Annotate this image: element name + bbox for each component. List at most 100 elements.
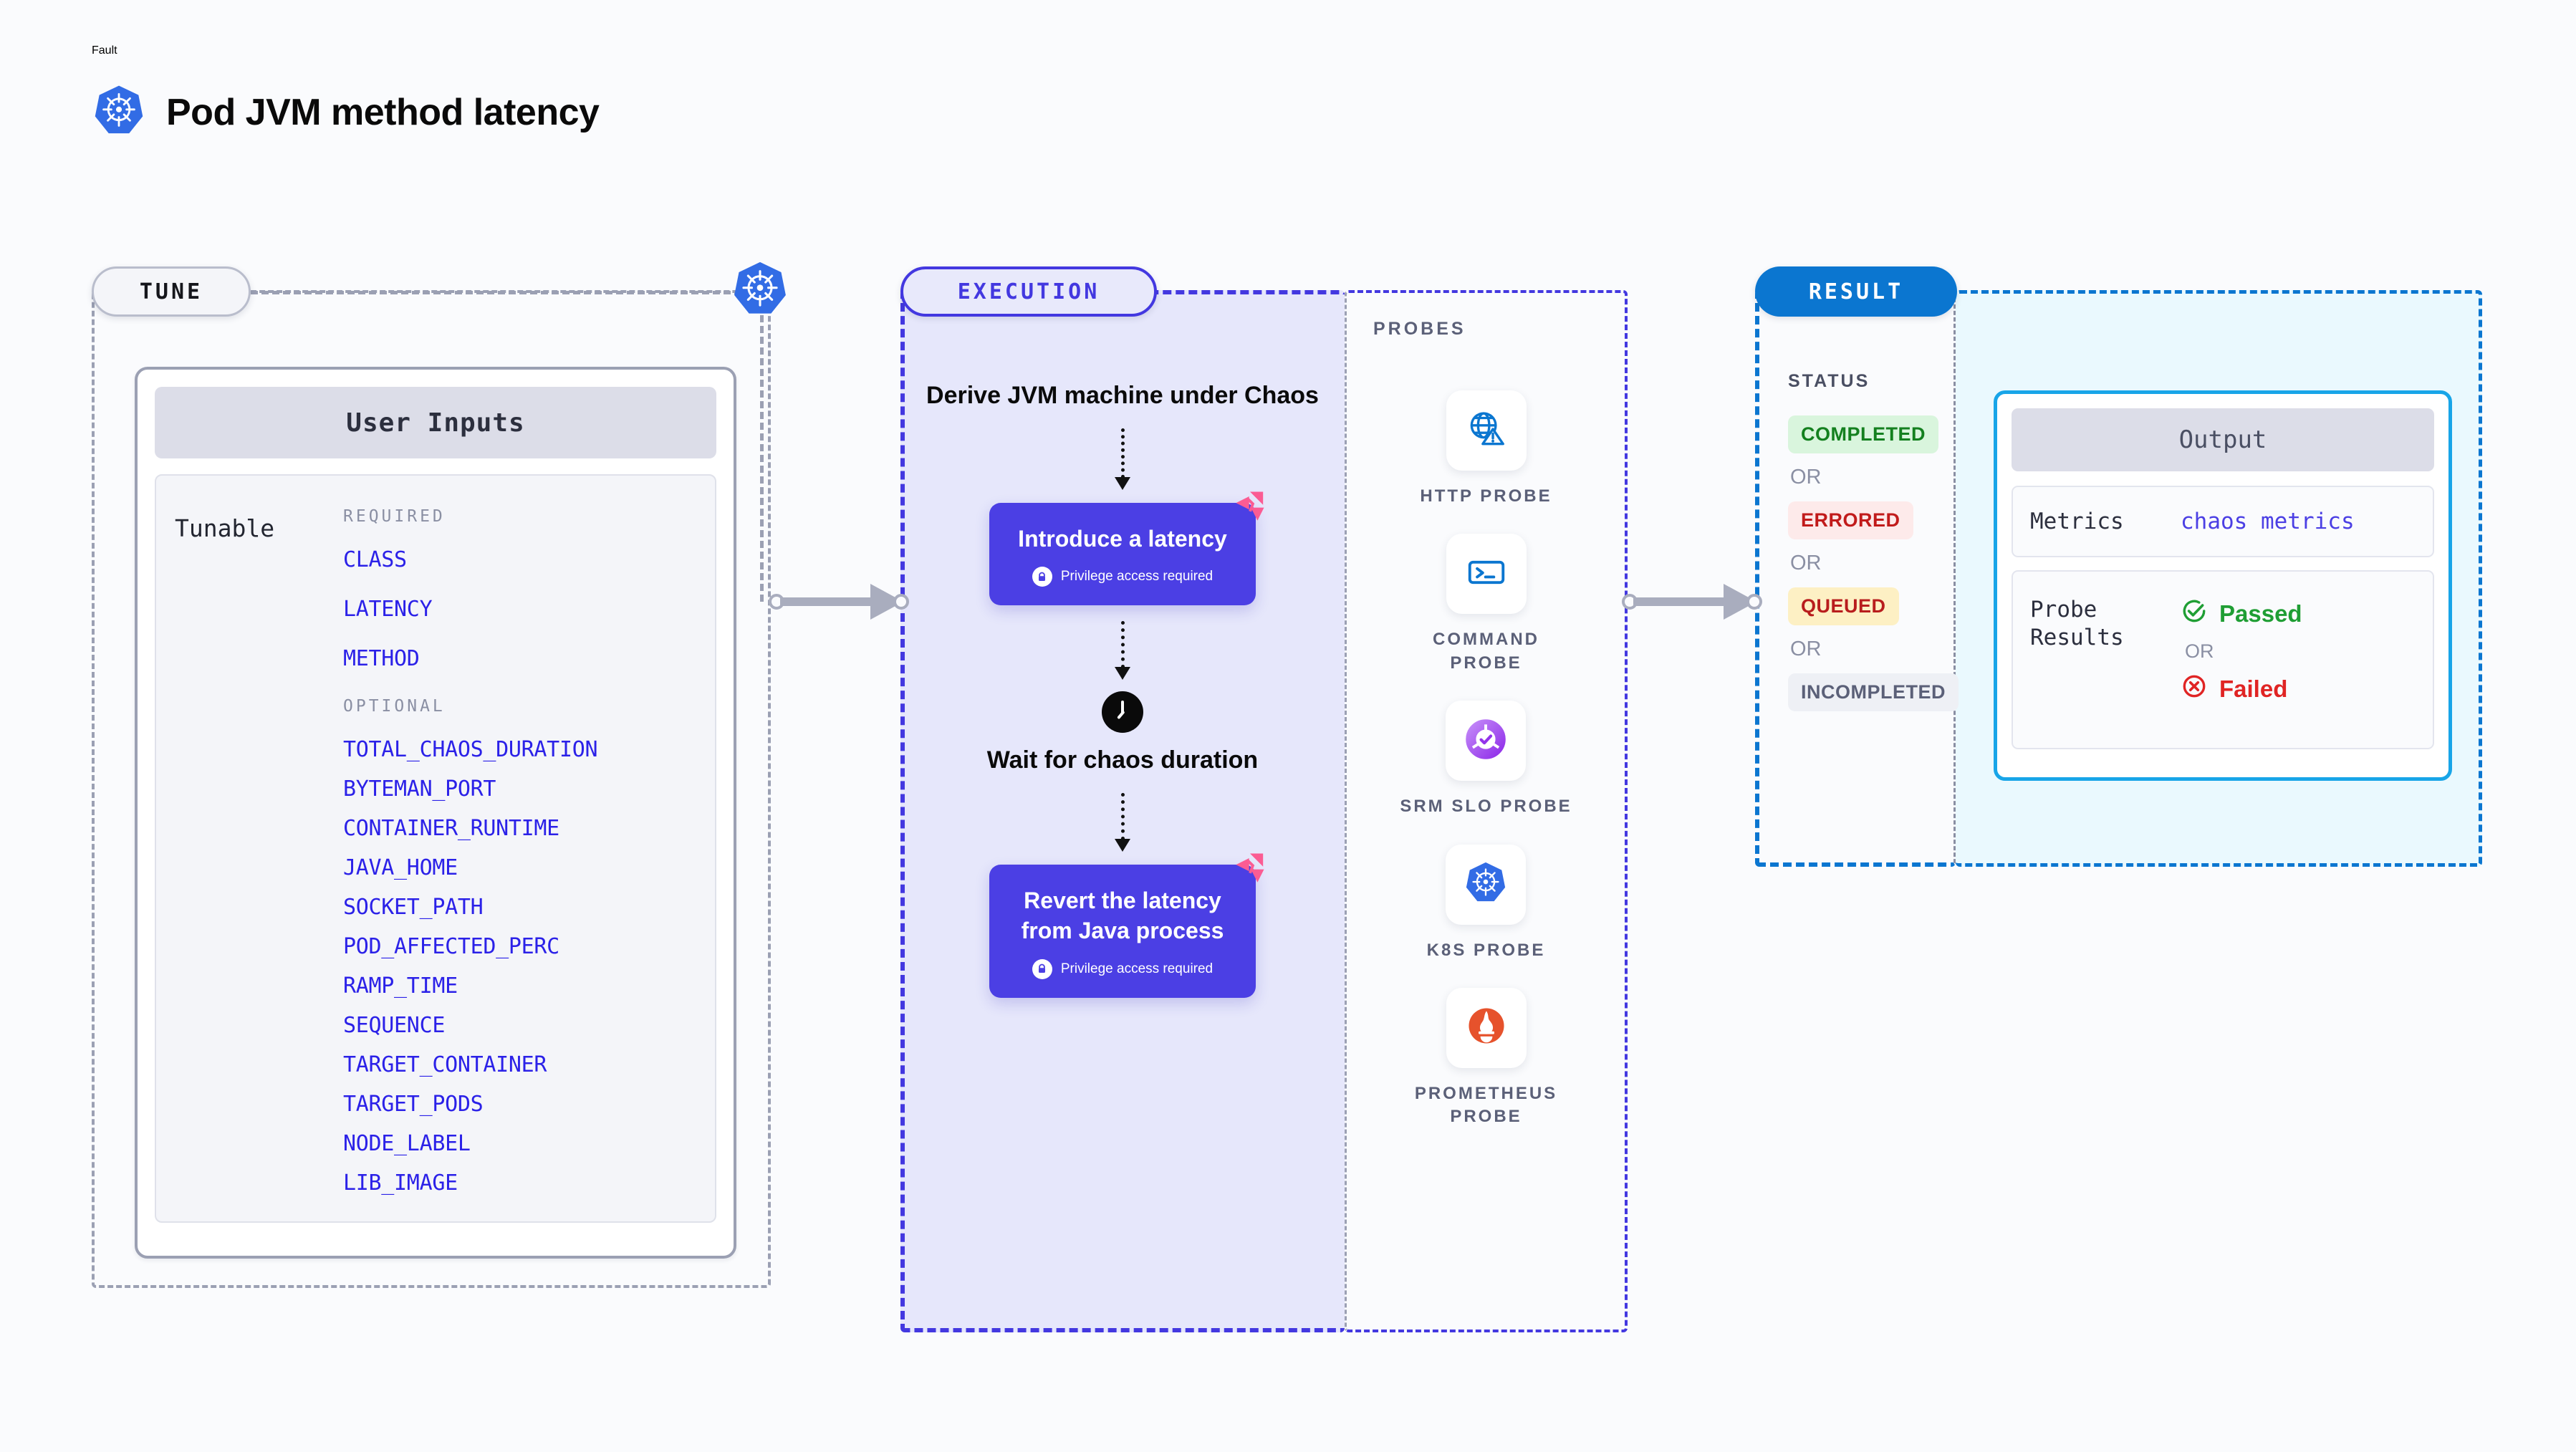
execution-section-chip[interactable]: EXECUTION (900, 266, 1157, 317)
clock-icon (1102, 691, 1143, 734)
connector-dot-end (1746, 594, 1762, 610)
status-badge-completed: COMPLETED (1788, 415, 1939, 453)
flow-arrow-3 (1115, 793, 1130, 852)
param-container-runtime[interactable]: CONTAINER_RUNTIME (343, 816, 559, 841)
probe-label: SRM SLO PROBE (1400, 797, 1572, 817)
metrics-row: Metrics chaos metrics (2012, 486, 2434, 557)
execution-flow: Derive JVM machine under Chaos Introduce… (900, 380, 1345, 998)
srm-slo-donut-icon (1464, 717, 1508, 765)
status-or-1: OR (1790, 466, 1822, 489)
kubernetes-icon (92, 83, 146, 141)
status-or-3: OR (1790, 638, 1822, 660)
action-introduce-latency[interactable]: Introduce a latency Privilege access req… (989, 491, 1264, 606)
action-revert-latency[interactable]: Revert the latency from Java process Pri… (989, 853, 1264, 998)
execution-to-result-arrow (1622, 580, 1762, 623)
probe-tile (1446, 701, 1527, 782)
param-node-label[interactable]: NODE_LABEL (343, 1131, 471, 1156)
status-or-2: OR (1790, 552, 1822, 574)
connector-shaft (1633, 597, 1741, 606)
flow-arrow-1 (1115, 428, 1130, 490)
param-total-chaos-duration[interactable]: TOTAL_CHAOS_DURATION (343, 737, 598, 762)
optional-group-label: OPTIONAL (343, 697, 446, 716)
param-java-home[interactable]: JAVA_HOME (343, 855, 458, 880)
tune-connector-line (251, 291, 752, 294)
tune-section-chip[interactable]: TUNE (92, 266, 251, 317)
status-list: COMPLETED OR ERRORED OR QUEUED OR INCOMP… (1788, 415, 1959, 711)
privilege-text: Privilege access required (1060, 961, 1213, 976)
failed-label: Failed (2219, 675, 2288, 702)
page-header: Fault Pod JVM method latency (92, 44, 600, 141)
param-latency[interactable]: LATENCY (343, 597, 433, 622)
parameter-list: REQUIRED CLASS LATENCY METHOD OPTIONAL T… (343, 504, 598, 1221)
probe-label: K8S PROBE (1426, 940, 1546, 960)
probes-title: PROBES (1373, 319, 1466, 339)
output-card: Output Metrics chaos metrics Probe Resul… (1994, 390, 2452, 781)
privilege-note: Privilege access required (1004, 958, 1241, 979)
param-byteman-port[interactable]: BYTEMAN_PORT (343, 777, 496, 802)
status-badge-errored: ERRORED (1788, 501, 1913, 539)
probe-http[interactable]: HTTP PROBE (1420, 390, 1552, 508)
probe-result-failed: Failed (2181, 673, 2302, 706)
probe-results-key: Probe Results (2030, 597, 2124, 650)
probes-list: HTTP PROBE COMMAND PROBE (1345, 390, 1628, 1129)
probe-tile (1446, 390, 1527, 471)
status-badge-queued: QUEUED (1788, 587, 1899, 625)
tunable-row-label: Tunable (175, 514, 275, 542)
param-lib-image[interactable]: LIB_IMAGE (343, 1170, 458, 1196)
globe-warning-icon (1464, 407, 1509, 455)
x-circle-icon (2181, 673, 2208, 706)
param-ramp-time[interactable]: RAMP_TIME (343, 973, 458, 999)
privilege-note: Privilege access required (1004, 567, 1241, 587)
metrics-value[interactable]: chaos metrics (2181, 509, 2355, 534)
litmus-chaos-icon (1231, 487, 1269, 528)
lock-icon (1032, 567, 1052, 587)
fault-eyebrow: Fault (92, 44, 117, 57)
status-badge-incompleted: INCOMPLETED (1788, 673, 1959, 711)
prometheus-icon (1464, 1004, 1509, 1052)
user-inputs-title: User Inputs (155, 387, 716, 458)
kubernetes-badge-icon (731, 259, 789, 318)
status-title: STATUS (1788, 371, 1870, 391)
privilege-text: Privilege access required (1060, 569, 1213, 585)
probe-tile (1446, 534, 1527, 615)
connector-shaft (780, 597, 888, 606)
param-pod-affected-perc[interactable]: POD_AFFECTED_PERC (343, 934, 559, 959)
required-group-label: REQUIRED (343, 507, 446, 526)
passed-label: Passed (2219, 600, 2302, 627)
probe-label: COMMAND PROBE (1433, 630, 1539, 673)
tune-to-execution-arrow (769, 580, 909, 623)
connector-dot-end (893, 594, 909, 610)
action-title: Introduce a latency (1018, 525, 1227, 552)
probe-command[interactable]: COMMAND PROBE (1397, 534, 1576, 675)
check-circle-icon (2181, 597, 2208, 630)
execution-step-derive: Derive JVM machine under Chaos (926, 382, 1319, 409)
execution-step-wait: Wait for chaos duration (986, 746, 1259, 774)
flow-arrow-2 (1115, 621, 1130, 681)
probe-srm-slo[interactable]: SRM SLO PROBE (1400, 701, 1572, 818)
param-sequence[interactable]: SEQUENCE (343, 1013, 446, 1038)
output-title: Output (2012, 408, 2434, 471)
probe-label: PROMETHEUS PROBE (1414, 1083, 1558, 1127)
probe-results-row: Probe Results Passed OR (2012, 570, 2434, 749)
probe-tile (1446, 987, 1527, 1068)
probe-tile (1446, 844, 1527, 925)
param-class[interactable]: CLASS (343, 547, 407, 572)
probe-k8s[interactable]: K8S PROBE (1426, 844, 1546, 962)
result-section-chip[interactable]: RESULT (1755, 266, 1957, 317)
param-socket-path[interactable]: SOCKET_PATH (343, 895, 484, 920)
user-inputs-card: User Inputs Tunable REQUIRED CLASS LATEN… (135, 367, 736, 1259)
param-target-container[interactable]: TARGET_CONTAINER (343, 1052, 547, 1077)
result-panel (1755, 290, 1956, 867)
probe-label: HTTP PROBE (1420, 486, 1552, 506)
param-target-pods[interactable]: TARGET_PODS (343, 1092, 484, 1117)
tune-k8s-vertical-line (760, 315, 764, 602)
page-title: Pod JVM method latency (166, 91, 600, 133)
probe-prometheus[interactable]: PROMETHEUS PROBE (1397, 987, 1576, 1129)
probe-result-passed: Passed (2181, 597, 2302, 630)
probe-result-or: OR (2185, 640, 2214, 662)
lock-icon (1032, 958, 1052, 979)
terminal-icon (1464, 550, 1509, 598)
param-method[interactable]: METHOD (343, 646, 420, 671)
action-title: Revert the latency from Java process (1021, 888, 1224, 943)
kubernetes-icon (1464, 860, 1508, 908)
